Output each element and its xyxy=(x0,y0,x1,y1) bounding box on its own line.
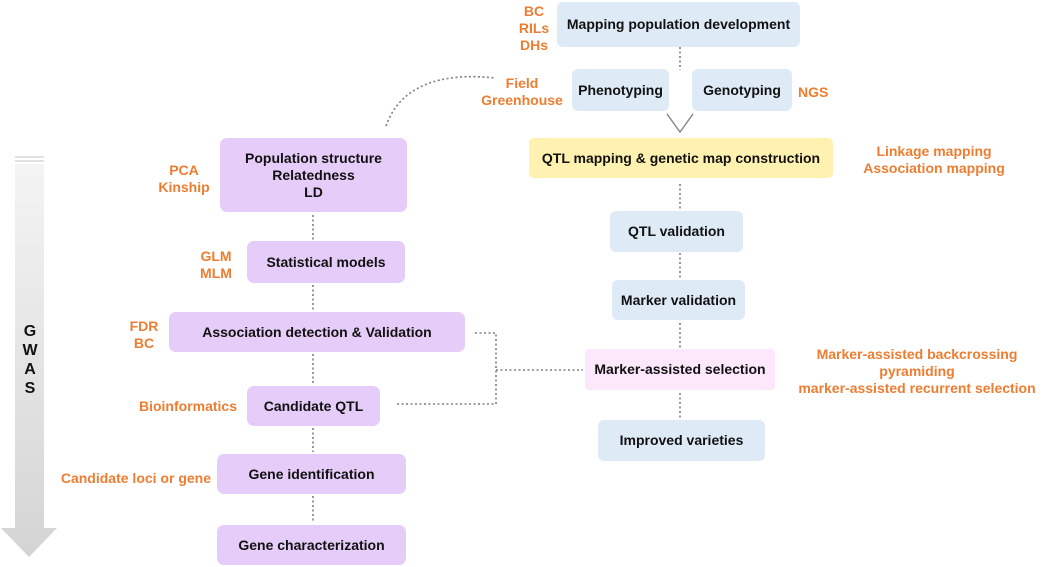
qtl-validation-box: QTL validation xyxy=(610,211,743,252)
candidate-qtl-box: Candidate QTL xyxy=(247,386,380,426)
gene-identification-box: Gene identification xyxy=(217,454,406,494)
phenotyping-environment-label: Field Greenhouse xyxy=(481,75,563,108)
statistical-models-box: Statistical models xyxy=(247,241,405,283)
gene-characterization-box: Gene characterization xyxy=(217,525,406,565)
phenotyping-box: Phenotyping xyxy=(572,69,669,111)
gwas-label: G W A S xyxy=(22,323,38,397)
ngs-label: NGS xyxy=(798,84,829,100)
mapping-methods-label: Linkage mapping Association mapping xyxy=(863,143,1005,176)
arc-phenotyping-to-population xyxy=(385,75,496,127)
improved-varieties-box: Improved varieties xyxy=(598,420,765,461)
marker-validation-box: Marker validation xyxy=(612,280,745,320)
gwas-arrow xyxy=(1,156,57,557)
genotyping-box: Genotyping xyxy=(692,69,792,111)
models-label: GLM MLM xyxy=(200,248,232,281)
bracket-association-candidate xyxy=(396,332,497,405)
mas-methods-label: Marker-assisted backcrossing pyramiding … xyxy=(798,346,1036,396)
qtl-mapping-box: QTL mapping & genetic map construction xyxy=(529,138,833,178)
population-structure-box: Population structure Relatedness LD xyxy=(220,138,407,212)
association-methods-label: FDR BC xyxy=(129,318,159,351)
bioinformatics-label: Bioinformatics xyxy=(138,398,237,414)
merge-arrow xyxy=(666,113,694,134)
association-detection-box: Association detection & Validation xyxy=(169,312,465,352)
mapping-population-box: Mapping population development xyxy=(557,2,800,47)
population-methods-label: PCA Kinship xyxy=(158,162,210,195)
mapping-population-types-label: BC RILs DHs xyxy=(518,3,550,53)
marker-assisted-selection-box: Marker-assisted selection xyxy=(585,349,775,390)
candidate-loci-label: Candidate loci or gene xyxy=(60,470,211,486)
